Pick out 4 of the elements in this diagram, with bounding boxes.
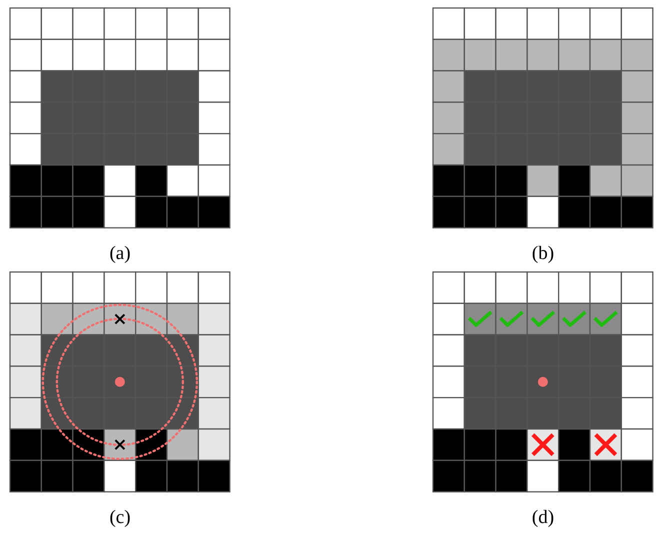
panel-label: (d)	[532, 507, 554, 529]
panel-label: (a)	[109, 243, 131, 265]
panel-label: (c)	[109, 507, 131, 529]
panel-label: (b)	[532, 243, 554, 265]
